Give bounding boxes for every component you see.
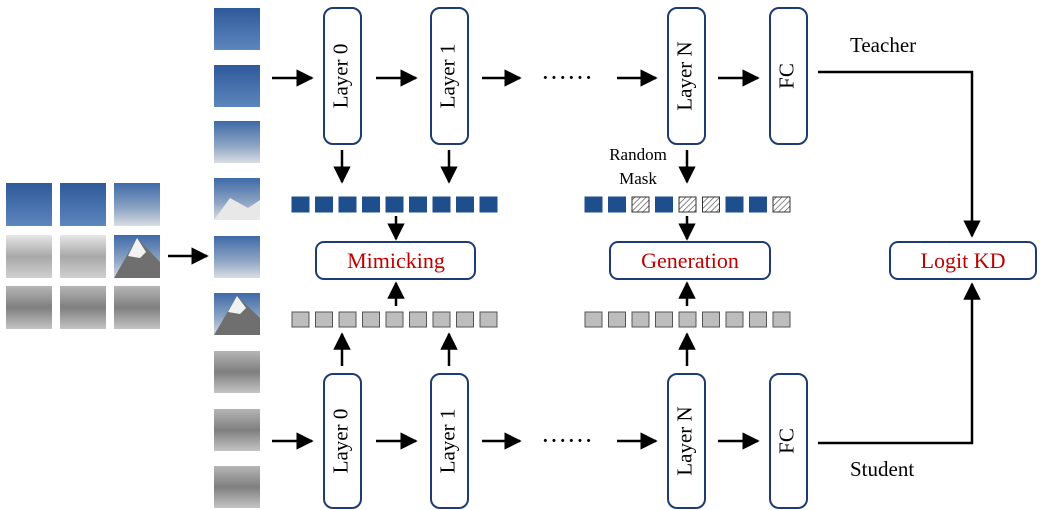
- masked-token: [772, 196, 791, 213]
- student-layer-1-label: Layer 1: [435, 409, 459, 474]
- image-patch: [114, 286, 160, 329]
- feature-token: [409, 311, 427, 328]
- feature-token: [456, 196, 474, 213]
- logit-kd-box: [889, 241, 1037, 280]
- feature-token: [456, 311, 474, 328]
- random-mask-label-2: Mask: [619, 169, 657, 188]
- feature-token: [584, 196, 603, 213]
- generation-box: [609, 241, 771, 280]
- feature-token: [749, 311, 767, 328]
- random-mask-label-1: Random: [609, 145, 667, 164]
- mimicking-label: Mimicking: [347, 248, 445, 273]
- feature-token: [772, 311, 791, 328]
- student-label: Student: [850, 457, 914, 481]
- image-patch: [114, 183, 160, 226]
- image-patch: [60, 235, 106, 278]
- teacher-layer-1-label: Layer 1: [435, 44, 459, 109]
- generation-label: Generation: [641, 248, 739, 273]
- image-patch: [114, 235, 160, 278]
- feature-token: [608, 311, 626, 328]
- feature-token: [385, 311, 404, 328]
- image-patch: [214, 409, 260, 451]
- teacher-to-logit-arrow: [818, 70, 981, 238]
- logit-kd-label: Logit KD: [921, 248, 1006, 273]
- student-layer-n-box: [667, 373, 706, 509]
- teacher-layer-n-label: Layer N: [672, 41, 696, 110]
- input-image-grid: [6, 183, 160, 329]
- teacher-ellipsis: ······: [541, 63, 593, 92]
- teacher-layer-1-box: [430, 7, 469, 145]
- teacher-layer-0-label: Layer 0: [328, 44, 352, 109]
- image-patch: [214, 8, 260, 50]
- image-patch: [214, 466, 260, 508]
- feature-token: [432, 311, 451, 328]
- image-patch: [60, 286, 106, 329]
- feature-token: [631, 311, 650, 328]
- teacher-masked-feature-row: [584, 196, 791, 213]
- student-to-logit-arrow: [818, 282, 981, 445]
- feature-token: [432, 196, 451, 213]
- feature-token: [725, 311, 744, 328]
- feature-token: [725, 196, 744, 213]
- feature-token: [655, 311, 673, 328]
- feature-token: [608, 196, 626, 213]
- feature-token: [315, 311, 333, 328]
- feature-token: [409, 196, 427, 213]
- teacher-layer-n-box: [667, 7, 706, 145]
- teacher-branch: Layer 0 Layer 1 ······ Layer N FC Teache…: [272, 7, 981, 238]
- student-gen-feature-row: [584, 311, 791, 328]
- teacher-mimic-feature-row: [291, 196, 498, 213]
- mimicking-box: [315, 241, 476, 280]
- teacher-label: Teacher: [850, 33, 916, 57]
- image-patch: [6, 286, 52, 329]
- teacher-fc-label: FC: [774, 63, 798, 89]
- feature-token: [584, 311, 603, 328]
- feature-token: [291, 196, 310, 213]
- feature-token: [702, 311, 720, 328]
- masked-token: [631, 196, 650, 213]
- teacher-fc-box: [769, 7, 808, 145]
- student-ellipsis: ······: [541, 426, 593, 455]
- feature-token: [385, 196, 404, 213]
- image-patch: [214, 351, 260, 393]
- student-layer-n-label: Layer N: [672, 406, 696, 475]
- image-patch: [214, 293, 260, 335]
- image-patch: [60, 183, 106, 226]
- feature-token: [749, 196, 767, 213]
- feature-token: [479, 311, 498, 328]
- image-patch: [6, 235, 52, 278]
- student-layer-0-box: [323, 373, 362, 509]
- student-layer-0-label: Layer 0: [328, 409, 352, 474]
- feature-token: [291, 311, 310, 328]
- feature-token: [338, 196, 357, 213]
- feature-token: [362, 311, 380, 328]
- feature-token: [479, 196, 498, 213]
- student-fc-box: [769, 373, 808, 509]
- student-mimic-feature-row: [291, 311, 498, 328]
- feature-token: [315, 196, 333, 213]
- student-branch: Layer 0 Layer 1 ······ Layer N FC Studen…: [272, 282, 981, 509]
- image-patch: [6, 183, 52, 226]
- image-patch: [214, 65, 260, 107]
- feature-token: [338, 311, 357, 328]
- feature-token: [655, 196, 673, 213]
- image-patch: [214, 178, 260, 220]
- masked-token: [702, 196, 720, 213]
- masked-token: [678, 196, 697, 213]
- student-fc-label: FC: [774, 428, 798, 454]
- image-patch: [214, 121, 260, 163]
- patch-sequence: [214, 8, 260, 508]
- feature-token: [362, 196, 380, 213]
- teacher-layer-0-box: [323, 7, 362, 145]
- image-patch: [214, 236, 260, 278]
- student-layer-1-box: [430, 373, 469, 509]
- feature-token: [678, 311, 697, 328]
